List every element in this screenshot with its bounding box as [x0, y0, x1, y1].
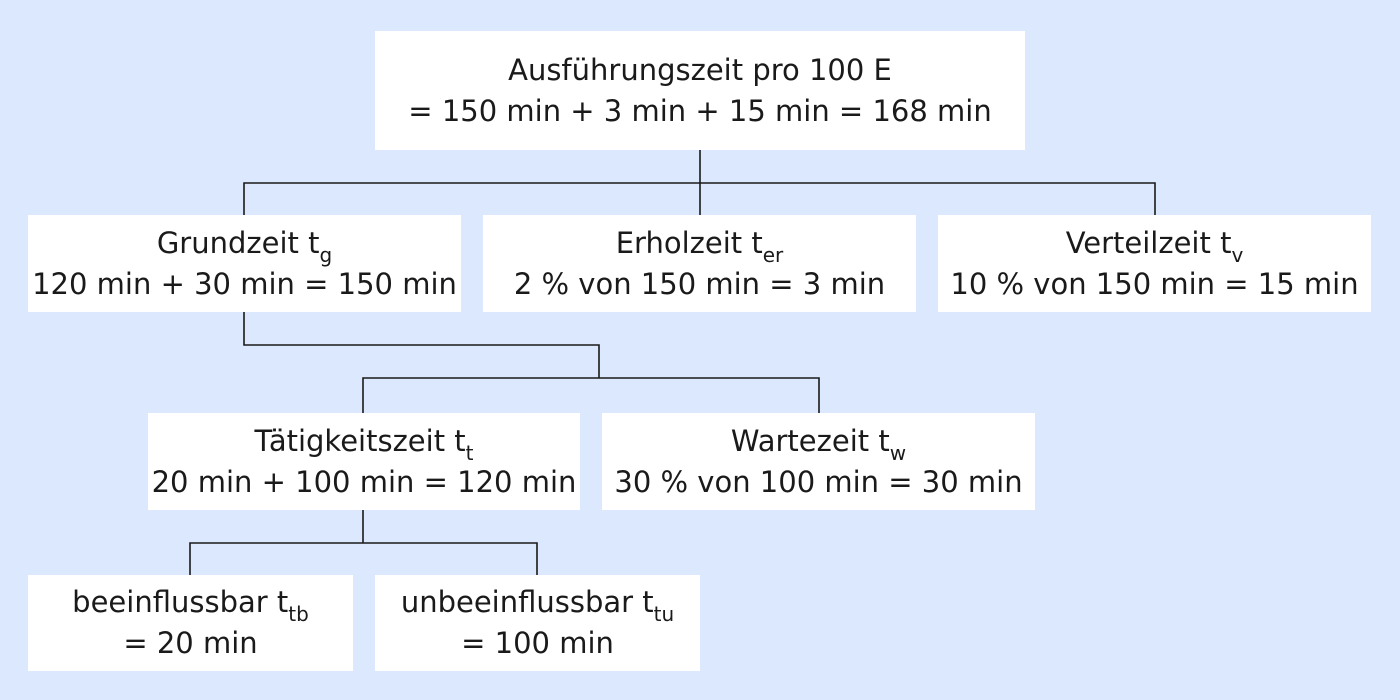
- unbeeinflussbar-value: = 100 min: [461, 626, 614, 660]
- beeinflussbar-title: beeinflussbar ttb: [72, 582, 309, 626]
- grundzeit-label: Grundzeit t: [156, 225, 320, 260]
- wartezeit-subscript: w: [889, 440, 907, 465]
- beeinflussbar-box: beeinflussbar ttb = 20 min: [28, 575, 353, 671]
- taetigkeitszeit-box: Tätigkeitszeit tt 20 min + 100 min = 120…: [148, 413, 580, 510]
- erholzeit-formula: 2 % von 150 min = 3 min: [513, 266, 886, 301]
- verteilzeit-subscript: v: [1231, 242, 1244, 267]
- ausfuehrungszeit-formula: = 150 min + 3 min + 15 min = 168 min: [408, 93, 992, 128]
- erholzeit-subscript: er: [762, 242, 784, 267]
- verteilzeit-title: Verteilzeit tv: [1065, 223, 1244, 267]
- connector-taetigkeitszeit-to-level3: [189, 510, 538, 575]
- verteilzeit-formula: 10 % von 150 min = 15 min: [950, 266, 1359, 301]
- erholzeit-box: Erholzeit ter 2 % von 150 min = 3 min: [483, 215, 916, 312]
- verteilzeit-label: Verteilzeit t: [1065, 225, 1232, 260]
- wartezeit-box: Wartezeit tw 30 % von 100 min = 30 min: [602, 413, 1035, 510]
- taetigkeitszeit-formula: 20 min + 100 min = 120 min: [151, 464, 577, 499]
- beeinflussbar-label: beeinflussbar t: [72, 585, 289, 619]
- beeinflussbar-subscript: tb: [288, 602, 309, 626]
- taetigkeitszeit-title: Tätigkeitszeit tt: [254, 421, 474, 465]
- beeinflussbar-value: = 20 min: [123, 626, 258, 660]
- verteilzeit-box: Verteilzeit tv 10 % von 150 min = 15 min: [938, 215, 1371, 312]
- taetigkeitszeit-label: Tätigkeitszeit t: [254, 423, 466, 458]
- grundzeit-formula: 120 min + 30 min = 150 min: [32, 266, 457, 301]
- wartezeit-formula: 30 % von 100 min = 30 min: [614, 464, 1023, 499]
- ausfuehrungszeit-box: Ausführungszeit pro 100 E = 150 min + 3 …: [375, 31, 1025, 150]
- taetigkeitszeit-subscript: t: [465, 440, 474, 465]
- connector-grundzeit-to-level2: [243, 312, 820, 413]
- unbeeinflussbar-label: unbeeinflussbar t: [400, 585, 654, 619]
- wartezeit-label: Wartezeit t: [730, 423, 890, 458]
- unbeeinflussbar-title: unbeeinflussbar ttu: [400, 582, 675, 626]
- grundzeit-subscript: g: [319, 242, 333, 267]
- connector-root-to-level1: [243, 150, 1156, 215]
- erholzeit-title: Erholzeit ter: [615, 223, 784, 267]
- unbeeinflussbar-subscript: tu: [653, 602, 675, 626]
- unbeeinflussbar-box: unbeeinflussbar ttu = 100 min: [375, 575, 700, 671]
- grundzeit-box: Grundzeit tg 120 min + 30 min = 150 min: [28, 215, 461, 312]
- erholzeit-label: Erholzeit t: [615, 225, 763, 260]
- wartezeit-title: Wartezeit tw: [730, 421, 907, 465]
- ausfuehrungszeit-title: Ausführungszeit pro 100 E: [508, 52, 892, 87]
- grundzeit-title: Grundzeit tg: [156, 223, 333, 267]
